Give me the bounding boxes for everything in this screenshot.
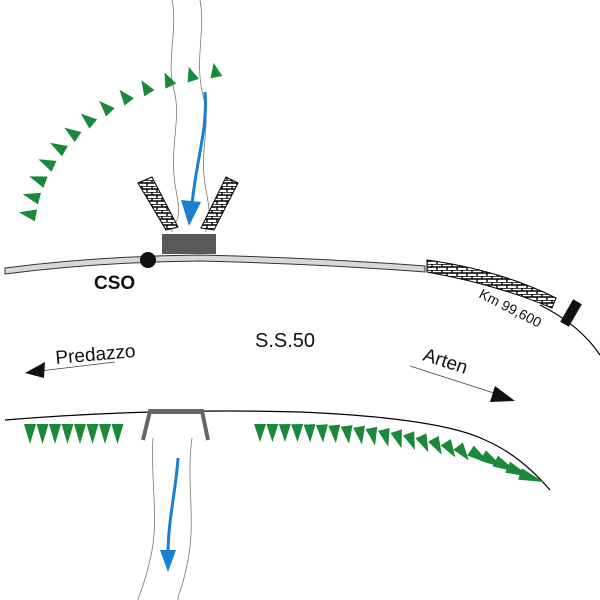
- km-marker-post: [560, 299, 582, 327]
- vegetation: [18, 62, 545, 483]
- vegetation-mark: [18, 209, 38, 222]
- vegetation-mark: [340, 425, 353, 444]
- predazzo-direction: Predazzo: [25, 341, 136, 378]
- bridge-deck: [150, 409, 202, 414]
- vegetation-mark: [291, 424, 304, 443]
- vegetation-mark: [365, 426, 378, 446]
- vegetation-mark: [61, 424, 74, 444]
- vegetation-mark: [49, 424, 61, 444]
- vegetation-mark: [74, 424, 86, 444]
- upper-road: [4, 254, 426, 275]
- left-wing-wall: [137, 176, 179, 231]
- vegetation-mark: [24, 424, 36, 444]
- predazzo-label: Predazzo: [55, 341, 137, 369]
- vegetation-mark: [64, 127, 82, 143]
- vegetation-mark: [428, 435, 442, 455]
- vegetation-mark: [210, 62, 223, 79]
- cso-label: CSO: [94, 273, 135, 294]
- vegetation-mark: [453, 442, 469, 461]
- vegetation-mark: [390, 429, 402, 449]
- vegetation-mark: [266, 423, 279, 443]
- arten-direction: Arten: [409, 345, 515, 402]
- vegetation-mark: [402, 431, 415, 451]
- vegetation-mark: [328, 424, 341, 444]
- lower-road-edge: [4, 410, 551, 491]
- vegetation-mark: [187, 66, 199, 83]
- retaining-wall: [426, 259, 557, 309]
- vegetation-mark: [111, 424, 124, 444]
- vegetation-mark: [99, 424, 111, 444]
- vegetation-mark: [36, 424, 49, 444]
- vegetation-mark: [99, 100, 115, 117]
- lower-stream: [137, 437, 193, 600]
- vegetation-mark: [22, 192, 42, 205]
- culvert-headwall: [162, 234, 216, 254]
- vegetation-mark: [119, 89, 134, 106]
- vegetation-mark: [29, 176, 48, 188]
- vegetation-mark: [377, 427, 390, 447]
- vegetation-mark: [50, 142, 68, 157]
- road-edge-right: [539, 304, 600, 356]
- vegetation-mark: [80, 113, 98, 129]
- vegetation-mark: [303, 424, 316, 443]
- vegetation-mark: [254, 424, 266, 442]
- upper-stream: [170, 0, 210, 233]
- right-wing-wall: [200, 176, 239, 231]
- vegetation-mark: [315, 424, 328, 443]
- vegetation-mark: [38, 159, 57, 172]
- vegetation-mark: [440, 439, 456, 458]
- vegetation-mark: [141, 80, 155, 97]
- vegetation-mark: [353, 425, 365, 445]
- vegetation-mark: [164, 72, 177, 89]
- cso-point: [140, 252, 156, 268]
- lower-bridge: [141, 409, 210, 441]
- vegetation-mark: [518, 468, 545, 483]
- upper-flow-arrow: [181, 91, 207, 226]
- lower-flow-arrow: [160, 457, 180, 572]
- vegetation-mark: [278, 423, 291, 443]
- arten-label: Arten: [420, 345, 470, 379]
- road-name-label: S.S.50: [255, 330, 315, 352]
- vegetation-mark: [415, 433, 429, 453]
- vegetation-mark: [86, 424, 99, 444]
